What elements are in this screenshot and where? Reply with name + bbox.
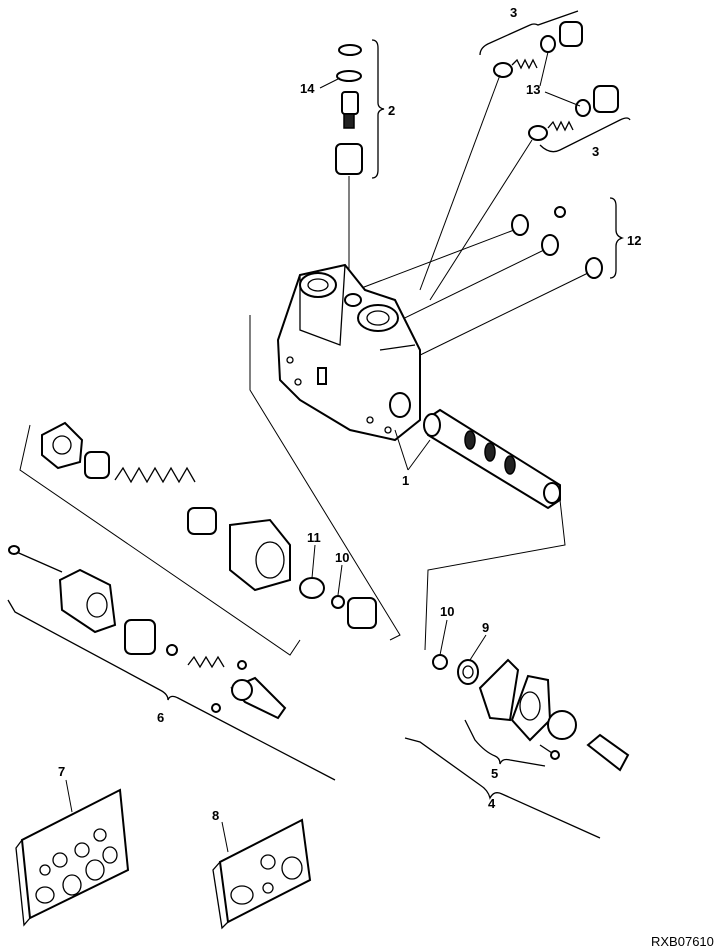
bracket-2: [371, 39, 385, 179]
callout-3-top: 3: [510, 5, 517, 20]
bracket-4: [404, 737, 601, 839]
callout-14: 14: [300, 81, 315, 96]
callout-9: 9: [482, 620, 489, 635]
leader-14: [319, 77, 341, 89]
part-group-4: [432, 654, 630, 772]
callout-1: 1: [402, 473, 409, 488]
part-group-3-lower: [429, 85, 619, 301]
callout-12: 12: [627, 233, 641, 248]
callout-4: 4: [488, 796, 496, 811]
leader-10-left: [337, 564, 343, 596]
leader-10-right: [439, 619, 448, 656]
leader-1-a: [394, 429, 409, 471]
bracket-3-bottom: [539, 117, 631, 153]
callout-3-bottom: 3: [592, 144, 599, 159]
part-group-6: [8, 545, 287, 720]
leader-11: [311, 544, 316, 579]
leader-9: [469, 634, 487, 661]
spool: [423, 408, 561, 510]
figure-code: RXB07610: [651, 934, 714, 949]
bracket-5: [464, 719, 546, 767]
bracket-12: [609, 197, 625, 279]
callout-13: 13: [526, 82, 540, 97]
callout-8: 8: [212, 808, 219, 823]
outline-cap-group: [19, 424, 301, 656]
callout-6: 6: [157, 710, 164, 725]
bracket-6: [7, 599, 336, 781]
outline-body-link: [249, 315, 401, 641]
callout-10-right: 10: [440, 604, 454, 619]
outline-spool-end: [424, 499, 566, 651]
part-group-2: [335, 44, 363, 290]
valve-body: [276, 263, 421, 442]
cap-assembly: [41, 421, 377, 629]
callout-5: 5: [491, 766, 498, 781]
callout-2: 2: [388, 103, 395, 118]
seal-kit-8: [212, 818, 312, 930]
seal-kit-7: [15, 788, 130, 927]
leader-8: [221, 821, 229, 853]
leader-7: [65, 779, 73, 813]
callout-10-left: 10: [335, 550, 349, 565]
part-group-3-upper: [419, 21, 583, 291]
callout-11: 11: [307, 530, 321, 545]
bracket-3-top: [479, 10, 579, 56]
leader-13-a: [539, 51, 549, 87]
callout-7: 7: [58, 764, 65, 779]
leader-13-b: [544, 91, 581, 107]
leader-1-b: [407, 439, 431, 471]
